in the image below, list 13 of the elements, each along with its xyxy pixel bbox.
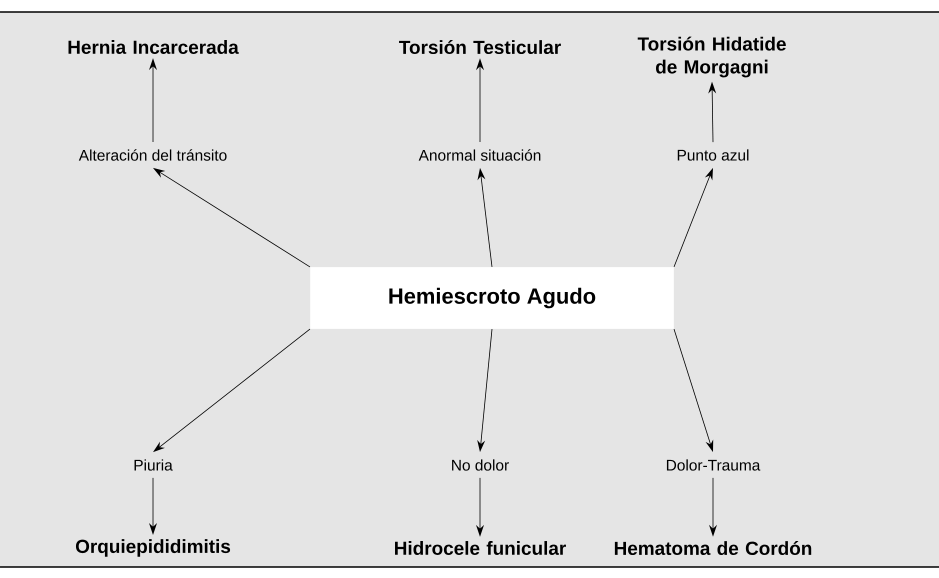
finding-label: Punto azul <box>678 149 748 161</box>
diagnosis-label: Hematoma de Cordón <box>614 540 812 556</box>
diagnosis-label: Hidrocele funicular <box>395 541 566 555</box>
diagnosis-label: Torsión Hidatide de Morgagni <box>638 36 786 78</box>
finding-label: No dolor <box>452 459 509 471</box>
diagnosis-label: Hernia Incarcerada <box>68 40 239 54</box>
finding-label: Alteración del tránsito <box>78 149 227 161</box>
central-box: Hemiescroto Agudo <box>310 267 674 329</box>
finding-label: Dolor-Trauma <box>666 459 760 471</box>
finding-label: Anormal situación <box>418 149 540 161</box>
diagnosis-label: Orquiepididimitis <box>76 539 230 557</box>
finding-label: Piuria <box>134 459 173 471</box>
diagnosis-label: Torsión Testicular <box>399 40 561 54</box>
